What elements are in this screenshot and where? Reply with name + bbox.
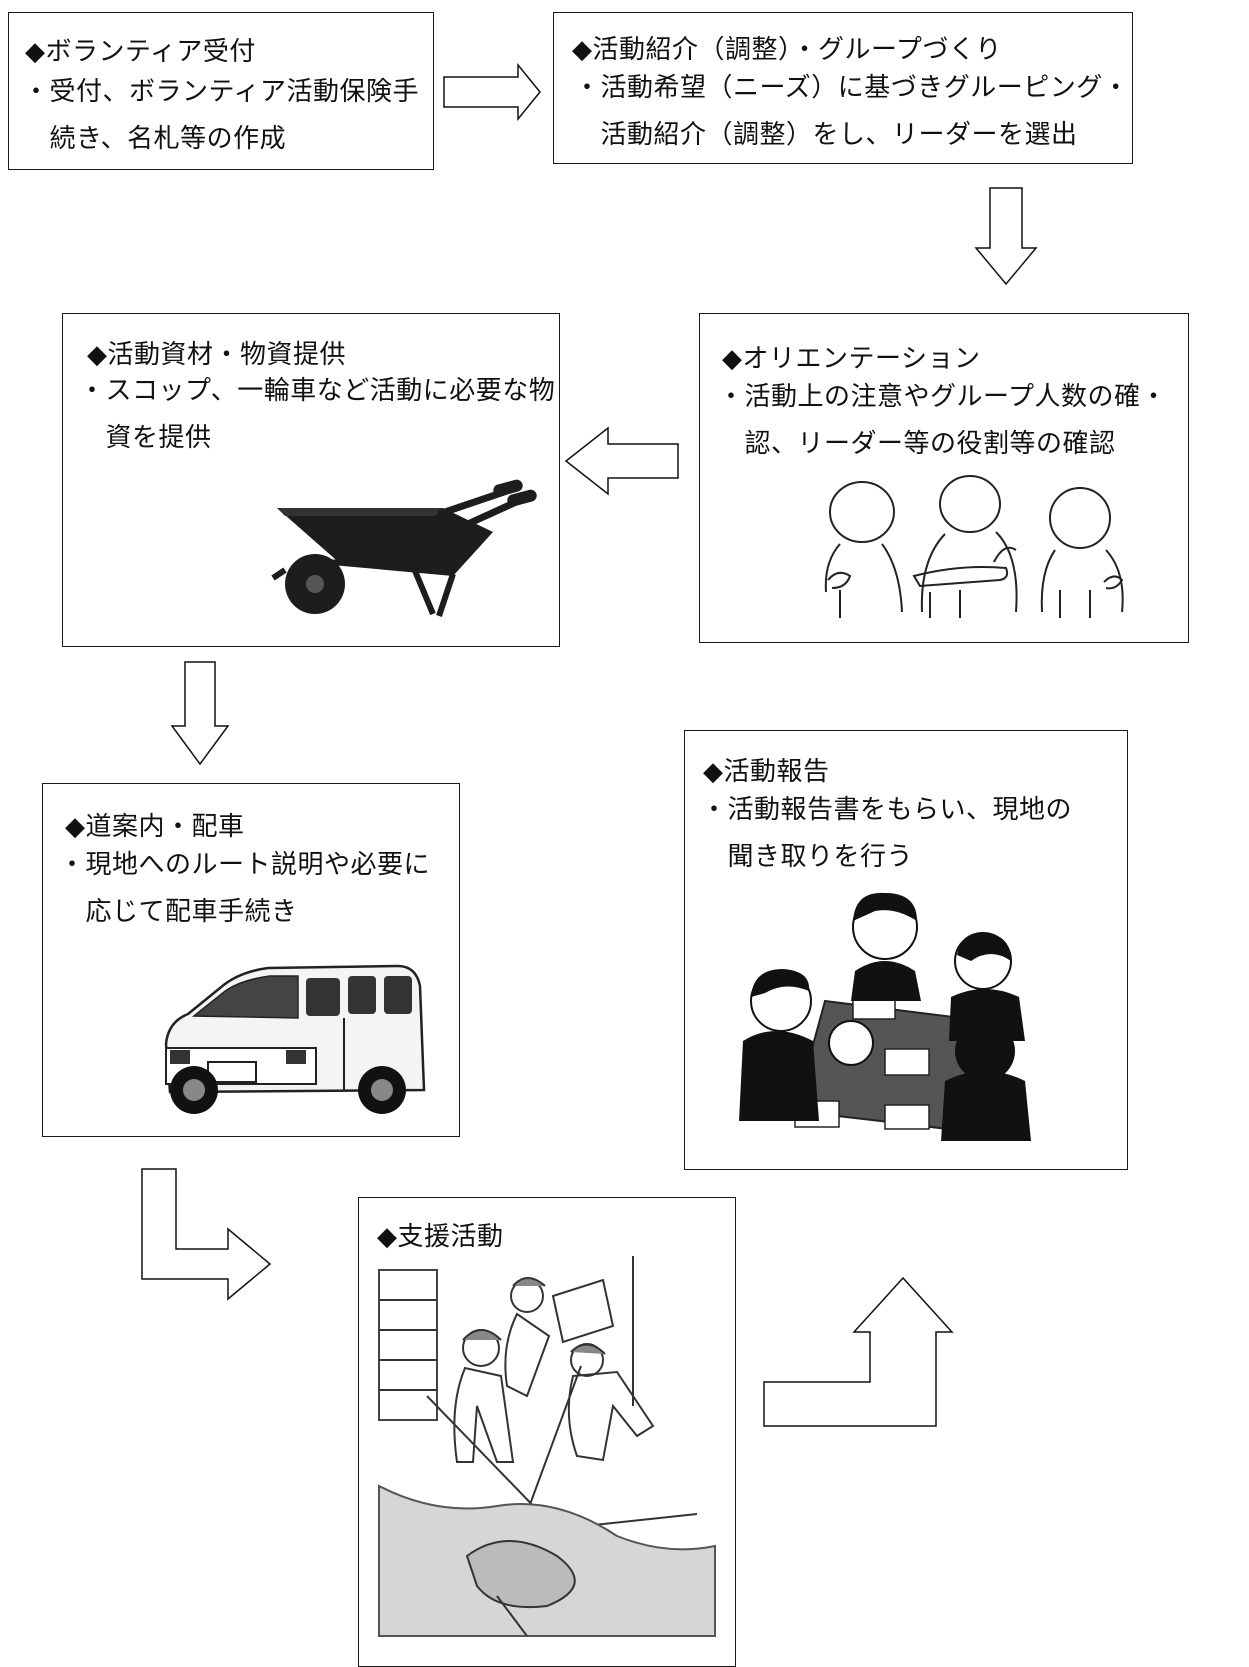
step-materials-box: ◆活動資材・物資提供 ・スコップ、一輪車など活動に必要な物 資を提供 <box>62 313 560 647</box>
step-description: ・現地へのルート説明や必要に 応じて配車手続き <box>59 850 431 927</box>
down-arrow-icon <box>974 187 1038 286</box>
step-title: ◆ボランティア受付 <box>25 37 256 67</box>
elbow-up-arrow-icon <box>763 1276 954 1427</box>
step-support-box: ◆支援活動 <box>358 1197 736 1667</box>
step-report-box: ◆活動報告 ・活動報告書をもらい、現地の 聞き取りを行う <box>684 730 1128 1170</box>
step-title: ◆活動報告 <box>703 757 830 787</box>
step-description: ・活動報告書をもらい、現地の 聞き取りを行う <box>701 795 1073 872</box>
right-arrow-icon <box>443 62 541 122</box>
step-description: ・スコップ、一輪車など活動に必要な物 資を提供 <box>79 376 556 453</box>
step-title: ◆オリエンテーション <box>722 344 981 374</box>
step-description: ・受付、ボランティア活動保険手 続き、名札等の作成 <box>23 77 419 154</box>
step-title: ◆活動紹介（調整）・グループづくり <box>572 35 1002 65</box>
step-description: ・活動希望（ニーズ）に基づきグルーピング・ 活動紹介（調整）をし、リーダーを選出 <box>574 73 1130 150</box>
down-arrow-icon <box>170 661 230 766</box>
van-icon <box>164 964 426 1114</box>
group-discussion-icon <box>739 892 1031 1141</box>
step-title: ◆支援活動 <box>377 1222 504 1252</box>
step-guidance-box: ◆道案内・配車 ・現地へのルート説明や必要に 応じて配車手続き <box>42 783 460 1137</box>
step-reception-box: ◆ボランティア受付 ・受付、ボランティア活動保険手 続き、名札等の作成 <box>8 12 434 170</box>
step-title: ◆道案内・配車 <box>65 812 245 842</box>
left-arrow-icon <box>564 426 679 496</box>
step-orientation-box: ◆オリエンテーション ・活動上の注意やグループ人数の確・ 認、リーダー等の役割等… <box>699 313 1189 643</box>
people-meeting-icon <box>824 475 1124 618</box>
volunteers-digging-icon <box>378 1256 716 1637</box>
step-matching-box: ◆活動紹介（調整）・グループづくり ・活動希望（ニーズ）に基づきグルーピング・ … <box>553 12 1133 164</box>
step-description: ・活動上の注意やグループ人数の確・ 認、リーダー等の役割等の確認 <box>718 382 1167 459</box>
elbow-right-arrow-icon <box>141 1168 272 1301</box>
step-title: ◆活動資材・物資提供 <box>87 340 346 370</box>
wheelbarrow-icon <box>271 479 537 617</box>
